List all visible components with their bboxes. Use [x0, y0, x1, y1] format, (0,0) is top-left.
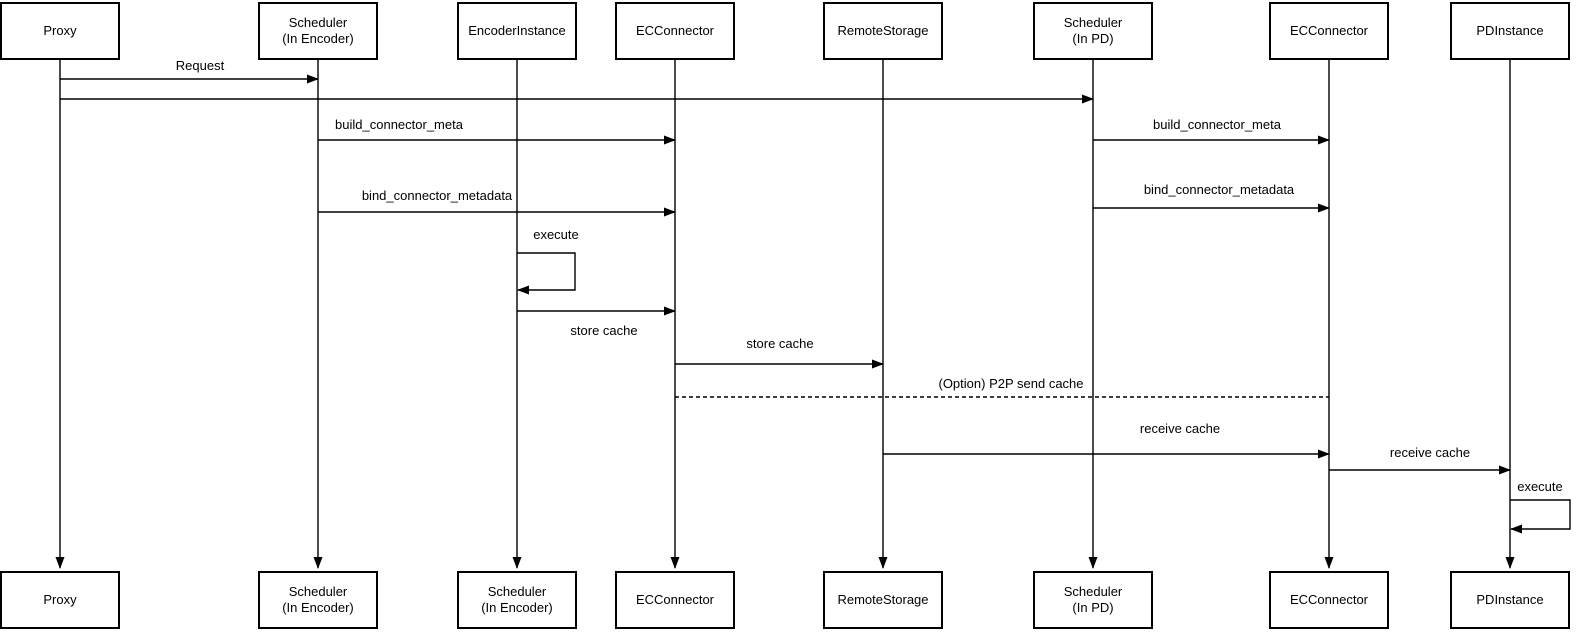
- participant-box-encoder-instance-top: EncoderInstance: [457, 2, 577, 60]
- message-label-connector-store-cache: store cache: [744, 336, 816, 352]
- participant-label-line: (In Encoder): [481, 600, 553, 615]
- message-label-bind-connector-metadata-pd: bind_connector_metadata: [1141, 182, 1297, 198]
- participant-box-ec-connector-encoder-top: ECConnector: [615, 2, 735, 60]
- participant-label-line: (In PD): [1072, 31, 1114, 46]
- participant-label-line: PDInstance: [1476, 592, 1544, 607]
- participant-label-line: RemoteStorage: [837, 592, 929, 607]
- participant-label-line: (In Encoder): [282, 600, 354, 615]
- self-loop-label-execute-pd: execute: [1515, 479, 1565, 495]
- participant-label-line: ECConnector: [1289, 592, 1369, 607]
- participant-box-remote-storage-top: RemoteStorage: [823, 2, 943, 60]
- message-label-build-connector-meta-pd: build_connector_meta: [1151, 117, 1283, 133]
- participant-label-line: Scheduler: [487, 584, 547, 599]
- participant-box-pd-instance-bottom: PDInstance: [1450, 571, 1570, 629]
- participant-box-proxy-bottom: Proxy: [0, 571, 120, 629]
- participant-label-line: Proxy: [43, 592, 77, 607]
- message-label-encoder-store-cache: store cache: [568, 323, 640, 339]
- participant-label-line: (In Encoder): [282, 31, 354, 46]
- message-label-receive-cache-pd: receive cache: [1387, 445, 1473, 461]
- message-label-request: Request: [173, 58, 227, 74]
- participant-box-ec-connector-pd-top: ECConnector: [1269, 2, 1389, 60]
- participant-box-pd-instance-top: PDInstance: [1450, 2, 1570, 60]
- participant-box-scheduler-in-pd-top: Scheduler(In PD): [1033, 2, 1153, 60]
- participant-box-proxy-top: Proxy: [0, 2, 120, 60]
- message-label-p2p-send-cache: (Option) P2P send cache: [936, 376, 1086, 392]
- participant-label-line: EncoderInstance: [468, 23, 566, 38]
- participant-box-ec-connector-encoder-bottom: ECConnector: [615, 571, 735, 629]
- participant-box-ec-connector-pd-bottom: ECConnector: [1269, 571, 1389, 629]
- participant-box-remote-storage-bottom: RemoteStorage: [823, 571, 943, 629]
- participant-label-line: PDInstance: [1476, 23, 1544, 38]
- self-loop-label-execute-encoder: execute: [531, 227, 581, 243]
- participant-label-line: Scheduler: [1063, 584, 1123, 599]
- participant-label-line: Scheduler: [1063, 15, 1123, 30]
- participant-label-line: Scheduler: [288, 15, 348, 30]
- participant-box-scheduler-in-pd-bottom: Scheduler(In PD): [1033, 571, 1153, 629]
- participant-label-line: (In PD): [1072, 600, 1114, 615]
- message-label-build-connector-meta-encoder: build_connector_meta: [333, 117, 465, 133]
- participant-label-line: Scheduler: [288, 584, 348, 599]
- message-label-receive-cache-storage: receive cache: [1137, 421, 1223, 437]
- participant-label-line: ECConnector: [635, 23, 715, 38]
- participant-label-line: Proxy: [43, 23, 77, 38]
- participant-label-line: ECConnector: [635, 592, 715, 607]
- participant-box-scheduler-in-encoder-top: Scheduler(In Encoder): [258, 2, 378, 60]
- self-loop-execute-pd: [1510, 499, 1571, 534]
- participant-label-line: RemoteStorage: [837, 23, 929, 38]
- participant-box-encoder-instance-bottom: Scheduler(In Encoder): [457, 571, 577, 629]
- message-label-bind-connector-metadata-encoder: bind_connector_metadata: [359, 188, 515, 204]
- self-loop-execute-encoder: [517, 252, 576, 295]
- participant-label-line: ECConnector: [1289, 23, 1369, 38]
- participant-box-scheduler-in-encoder-bottom: Scheduler(In Encoder): [258, 571, 378, 629]
